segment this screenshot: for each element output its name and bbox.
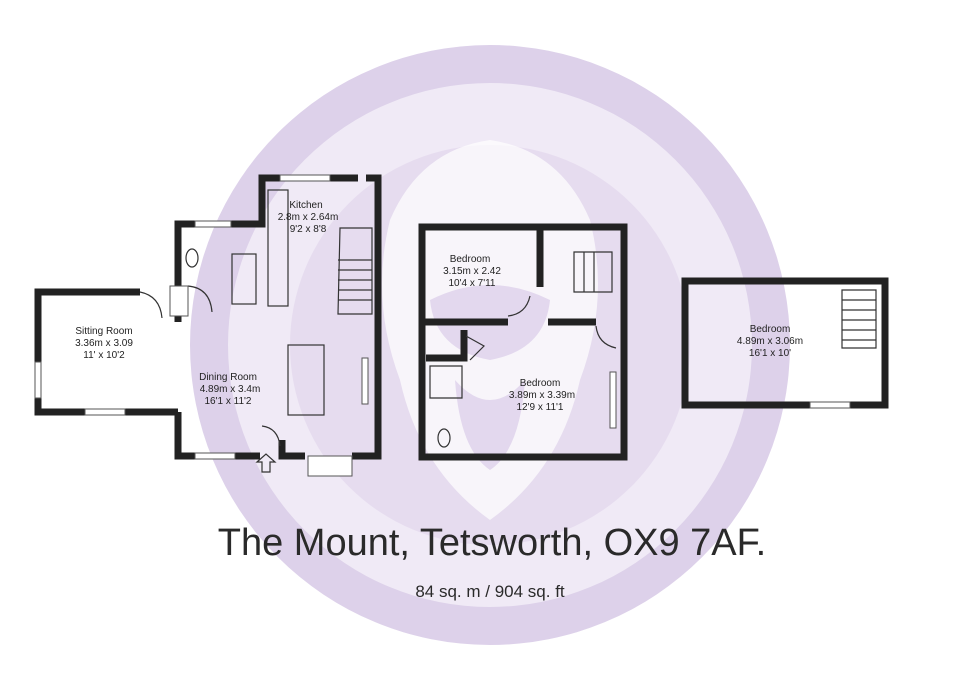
dining-name: Dining Room xyxy=(199,372,257,383)
bed1-metric: 3.15m x 2.42 xyxy=(443,266,501,277)
attic-floor xyxy=(681,277,889,409)
lion-head-seal-icon xyxy=(190,45,790,645)
sitting-imperial: 11' x 10'2 xyxy=(83,350,125,361)
kitchen-imperial: 9'2 x 8'8 xyxy=(290,224,327,235)
bed3-metric: 4.89m x 3.06m xyxy=(737,336,803,347)
room-bedroom-2: Bedroom 3.89m x 3.39m 12'9 x 11'1 xyxy=(509,378,575,413)
sitting-metric: 3.36m x 3.09 xyxy=(75,338,133,349)
bed1-name: Bedroom xyxy=(450,254,491,265)
sitting-name: Sitting Room xyxy=(75,326,132,337)
ground-floor xyxy=(34,174,382,477)
property-title: The Mount, Tetsworth, OX9 7AF. xyxy=(218,522,766,564)
bed2-imperial: 12'9 x 11'1 xyxy=(516,402,563,413)
dining-imperial: 16'1 x 11'2 xyxy=(204,396,251,407)
room-kitchen: Kitchen 2.8m x 2.64m 9'2 x 8'8 xyxy=(278,200,339,235)
room-bedroom-3: Bedroom 4.89m x 3.06m 16'1 x 10' xyxy=(737,324,803,359)
room-dining: Dining Room 4.89m x 3.4m 16'1 x 11'2 xyxy=(199,372,260,407)
bed3-name: Bedroom xyxy=(750,324,791,335)
bed2-name: Bedroom xyxy=(520,378,561,389)
first-floor xyxy=(418,223,628,461)
kitchen-metric: 2.8m x 2.64m xyxy=(278,212,339,223)
room-sitting: Sitting Room 3.36m x 3.09 11' x 10'2 xyxy=(75,326,133,361)
bed1-imperial: 10'4 x 7'11 xyxy=(448,278,495,289)
room-bedroom-1: Bedroom 3.15m x 2.42 10'4 x 7'11 xyxy=(443,254,501,289)
floor-area: 84 sq. m / 904 sq. ft xyxy=(415,582,565,601)
dining-metric: 4.89m x 3.4m xyxy=(200,384,261,395)
bed3-imperial: 16'1 x 10' xyxy=(749,348,791,359)
kitchen-name: Kitchen xyxy=(289,200,322,211)
bed2-metric: 3.89m x 3.39m xyxy=(509,390,575,401)
